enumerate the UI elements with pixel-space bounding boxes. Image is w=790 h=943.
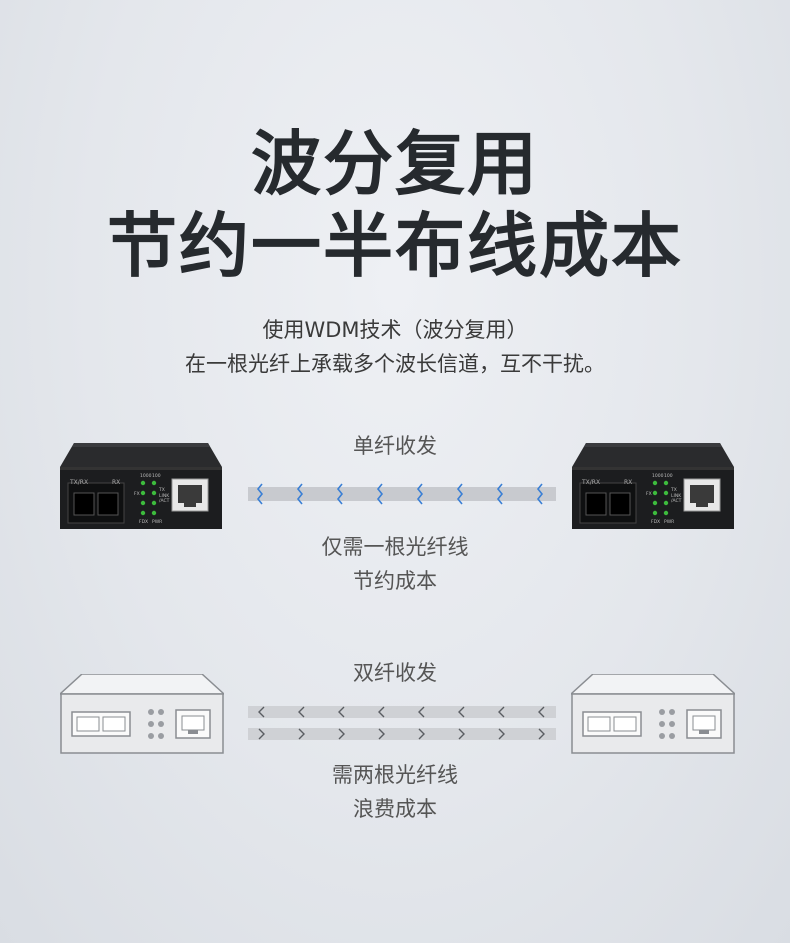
single-fiber-caption-line2: 节约成本	[353, 569, 437, 593]
dual-fiber-heading: 双纤收发	[353, 661, 437, 685]
svg-text:FX: FX	[646, 491, 652, 497]
svg-text:TX: TX	[158, 487, 165, 493]
svg-text:FX: FX	[134, 491, 140, 497]
svg-text:100: 100	[664, 473, 673, 479]
headline-line2: 节约一半布线成本	[107, 205, 683, 287]
dual-fiber-converter-right	[571, 674, 735, 754]
dual-fiber-caption-line2: 浪费成本	[353, 797, 437, 821]
svg-text:1000: 1000	[652, 473, 664, 479]
dual-fiber-cables	[248, 706, 556, 740]
dual-fiber-caption-line1: 需两根光纤线	[332, 763, 458, 787]
single-fiber-converter-left: TX/RX RX 1000 100 FX TX LINK /ACT FDX PW…	[60, 443, 222, 529]
svg-text:TX/RX: TX/RX	[581, 479, 600, 486]
single-fiber-heading: 单纤收发	[353, 434, 437, 458]
headline-line1: 波分复用	[251, 123, 539, 205]
single-fiber-cable	[248, 483, 556, 505]
svg-text:PWR: PWR	[152, 519, 162, 525]
svg-text:1000: 1000	[140, 473, 152, 479]
rx-label: RX	[112, 479, 120, 486]
svg-text:100: 100	[152, 473, 161, 479]
dual-fiber-converter-left	[60, 674, 224, 754]
svg-text:FDX: FDX	[139, 519, 148, 525]
svg-text:/ACT: /ACT	[671, 498, 682, 504]
svg-text:/ACT: /ACT	[159, 498, 170, 504]
svg-text:LINK: LINK	[159, 493, 170, 499]
svg-text:LINK: LINK	[671, 493, 682, 499]
svg-text:TX: TX	[670, 487, 677, 493]
subtitle-line1: 使用WDM技术（波分复用）	[262, 318, 528, 342]
port-label: TX/RX	[69, 479, 88, 486]
single-fiber-converter-right: TX/RX RX 1000 100 FX TX LINK /ACT FDX PW…	[572, 443, 734, 529]
subtitle-line2: 在一根光纤上承载多个波长信道，互不干扰。	[185, 352, 605, 376]
svg-text:FDX: FDX	[651, 519, 660, 525]
svg-text:RX: RX	[624, 479, 632, 486]
single-fiber-caption-line1: 仅需一根光纤线	[321, 535, 469, 559]
svg-text:PWR: PWR	[664, 519, 674, 525]
